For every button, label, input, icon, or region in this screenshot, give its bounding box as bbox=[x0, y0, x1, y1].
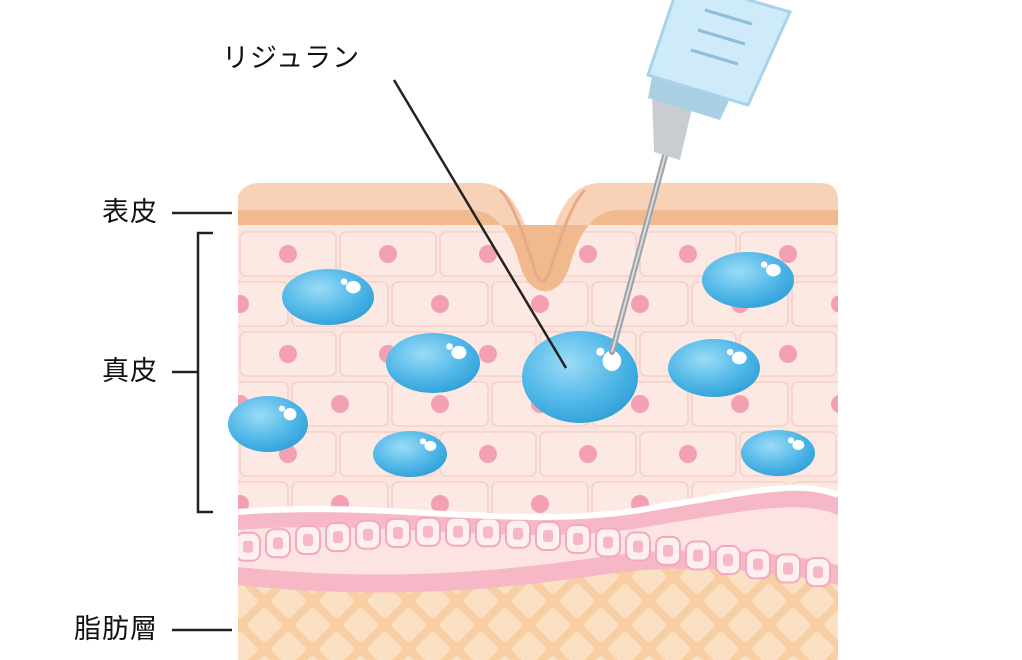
basement-cell bbox=[535, 521, 561, 552]
basement-cell bbox=[565, 523, 591, 554]
dermis-cell bbox=[238, 281, 289, 327]
dermis-cell bbox=[92, 382, 188, 426]
dermis-label: 真皮 bbox=[102, 356, 158, 387]
dermis-cell bbox=[892, 282, 988, 326]
dermis-cell bbox=[391, 281, 489, 327]
dermis-cell bbox=[239, 331, 337, 377]
dermis-cell bbox=[892, 382, 988, 426]
dermis-cell bbox=[291, 381, 389, 427]
droplet bbox=[386, 333, 480, 393]
syringe-icon bbox=[609, 0, 793, 355]
basement-cell bbox=[595, 527, 621, 558]
dermis-cell bbox=[439, 431, 537, 477]
dermis-cell bbox=[840, 332, 936, 376]
droplet bbox=[702, 252, 794, 308]
product-label: リジュラン bbox=[222, 43, 361, 74]
product-pointer-line bbox=[392, 79, 568, 369]
droplet bbox=[282, 269, 374, 325]
dermis-cell bbox=[92, 282, 188, 326]
basement-cell bbox=[655, 535, 681, 566]
basement-cell bbox=[745, 549, 771, 580]
basement-layer bbox=[238, 484, 838, 593]
basement-cell bbox=[625, 531, 651, 562]
dermis-cell bbox=[140, 432, 236, 476]
basement-cells bbox=[238, 516, 831, 588]
dermis-cell bbox=[591, 281, 689, 327]
basement-cell bbox=[445, 516, 471, 547]
fat-layer-label: 脂肪層 bbox=[74, 614, 158, 645]
dermis-cell bbox=[339, 231, 437, 277]
dermis-cell bbox=[940, 332, 1022, 376]
basement-cell bbox=[505, 518, 531, 549]
droplet bbox=[373, 431, 447, 477]
rejuran-droplets bbox=[228, 252, 815, 477]
basement-cell bbox=[685, 540, 711, 571]
dermis-cell bbox=[791, 281, 838, 327]
dermis-cell bbox=[239, 231, 337, 277]
basement-cell bbox=[715, 545, 741, 576]
droplet bbox=[668, 339, 760, 397]
dermis-cell bbox=[791, 381, 838, 427]
dermis-cell bbox=[940, 432, 1022, 476]
droplet bbox=[522, 331, 638, 423]
epidermis-label: 表皮 bbox=[102, 197, 158, 228]
basement-cell bbox=[325, 522, 351, 553]
basement-cell bbox=[238, 531, 261, 562]
dermis-cell bbox=[391, 381, 489, 427]
dermis-cell bbox=[892, 482, 988, 526]
dermis-cell bbox=[539, 431, 637, 477]
dermis-cell bbox=[940, 232, 1022, 276]
basement-cell bbox=[385, 517, 411, 548]
dermis-cell bbox=[639, 431, 737, 477]
droplet bbox=[228, 396, 308, 452]
droplet bbox=[741, 430, 815, 476]
dermis-cell bbox=[840, 232, 936, 276]
basement-cell bbox=[415, 516, 441, 547]
basement-cell bbox=[265, 528, 291, 559]
dermis-cell bbox=[840, 432, 936, 476]
layer-leaders bbox=[172, 211, 232, 632]
basement-cell bbox=[805, 557, 831, 588]
epidermis-layer bbox=[238, 183, 838, 292]
basement-cell bbox=[355, 519, 381, 550]
basement-cell bbox=[295, 524, 321, 555]
dermis-cell bbox=[140, 232, 236, 276]
basement-cell bbox=[775, 553, 801, 584]
dermis-cell bbox=[92, 482, 188, 526]
basement-cell bbox=[475, 517, 501, 548]
